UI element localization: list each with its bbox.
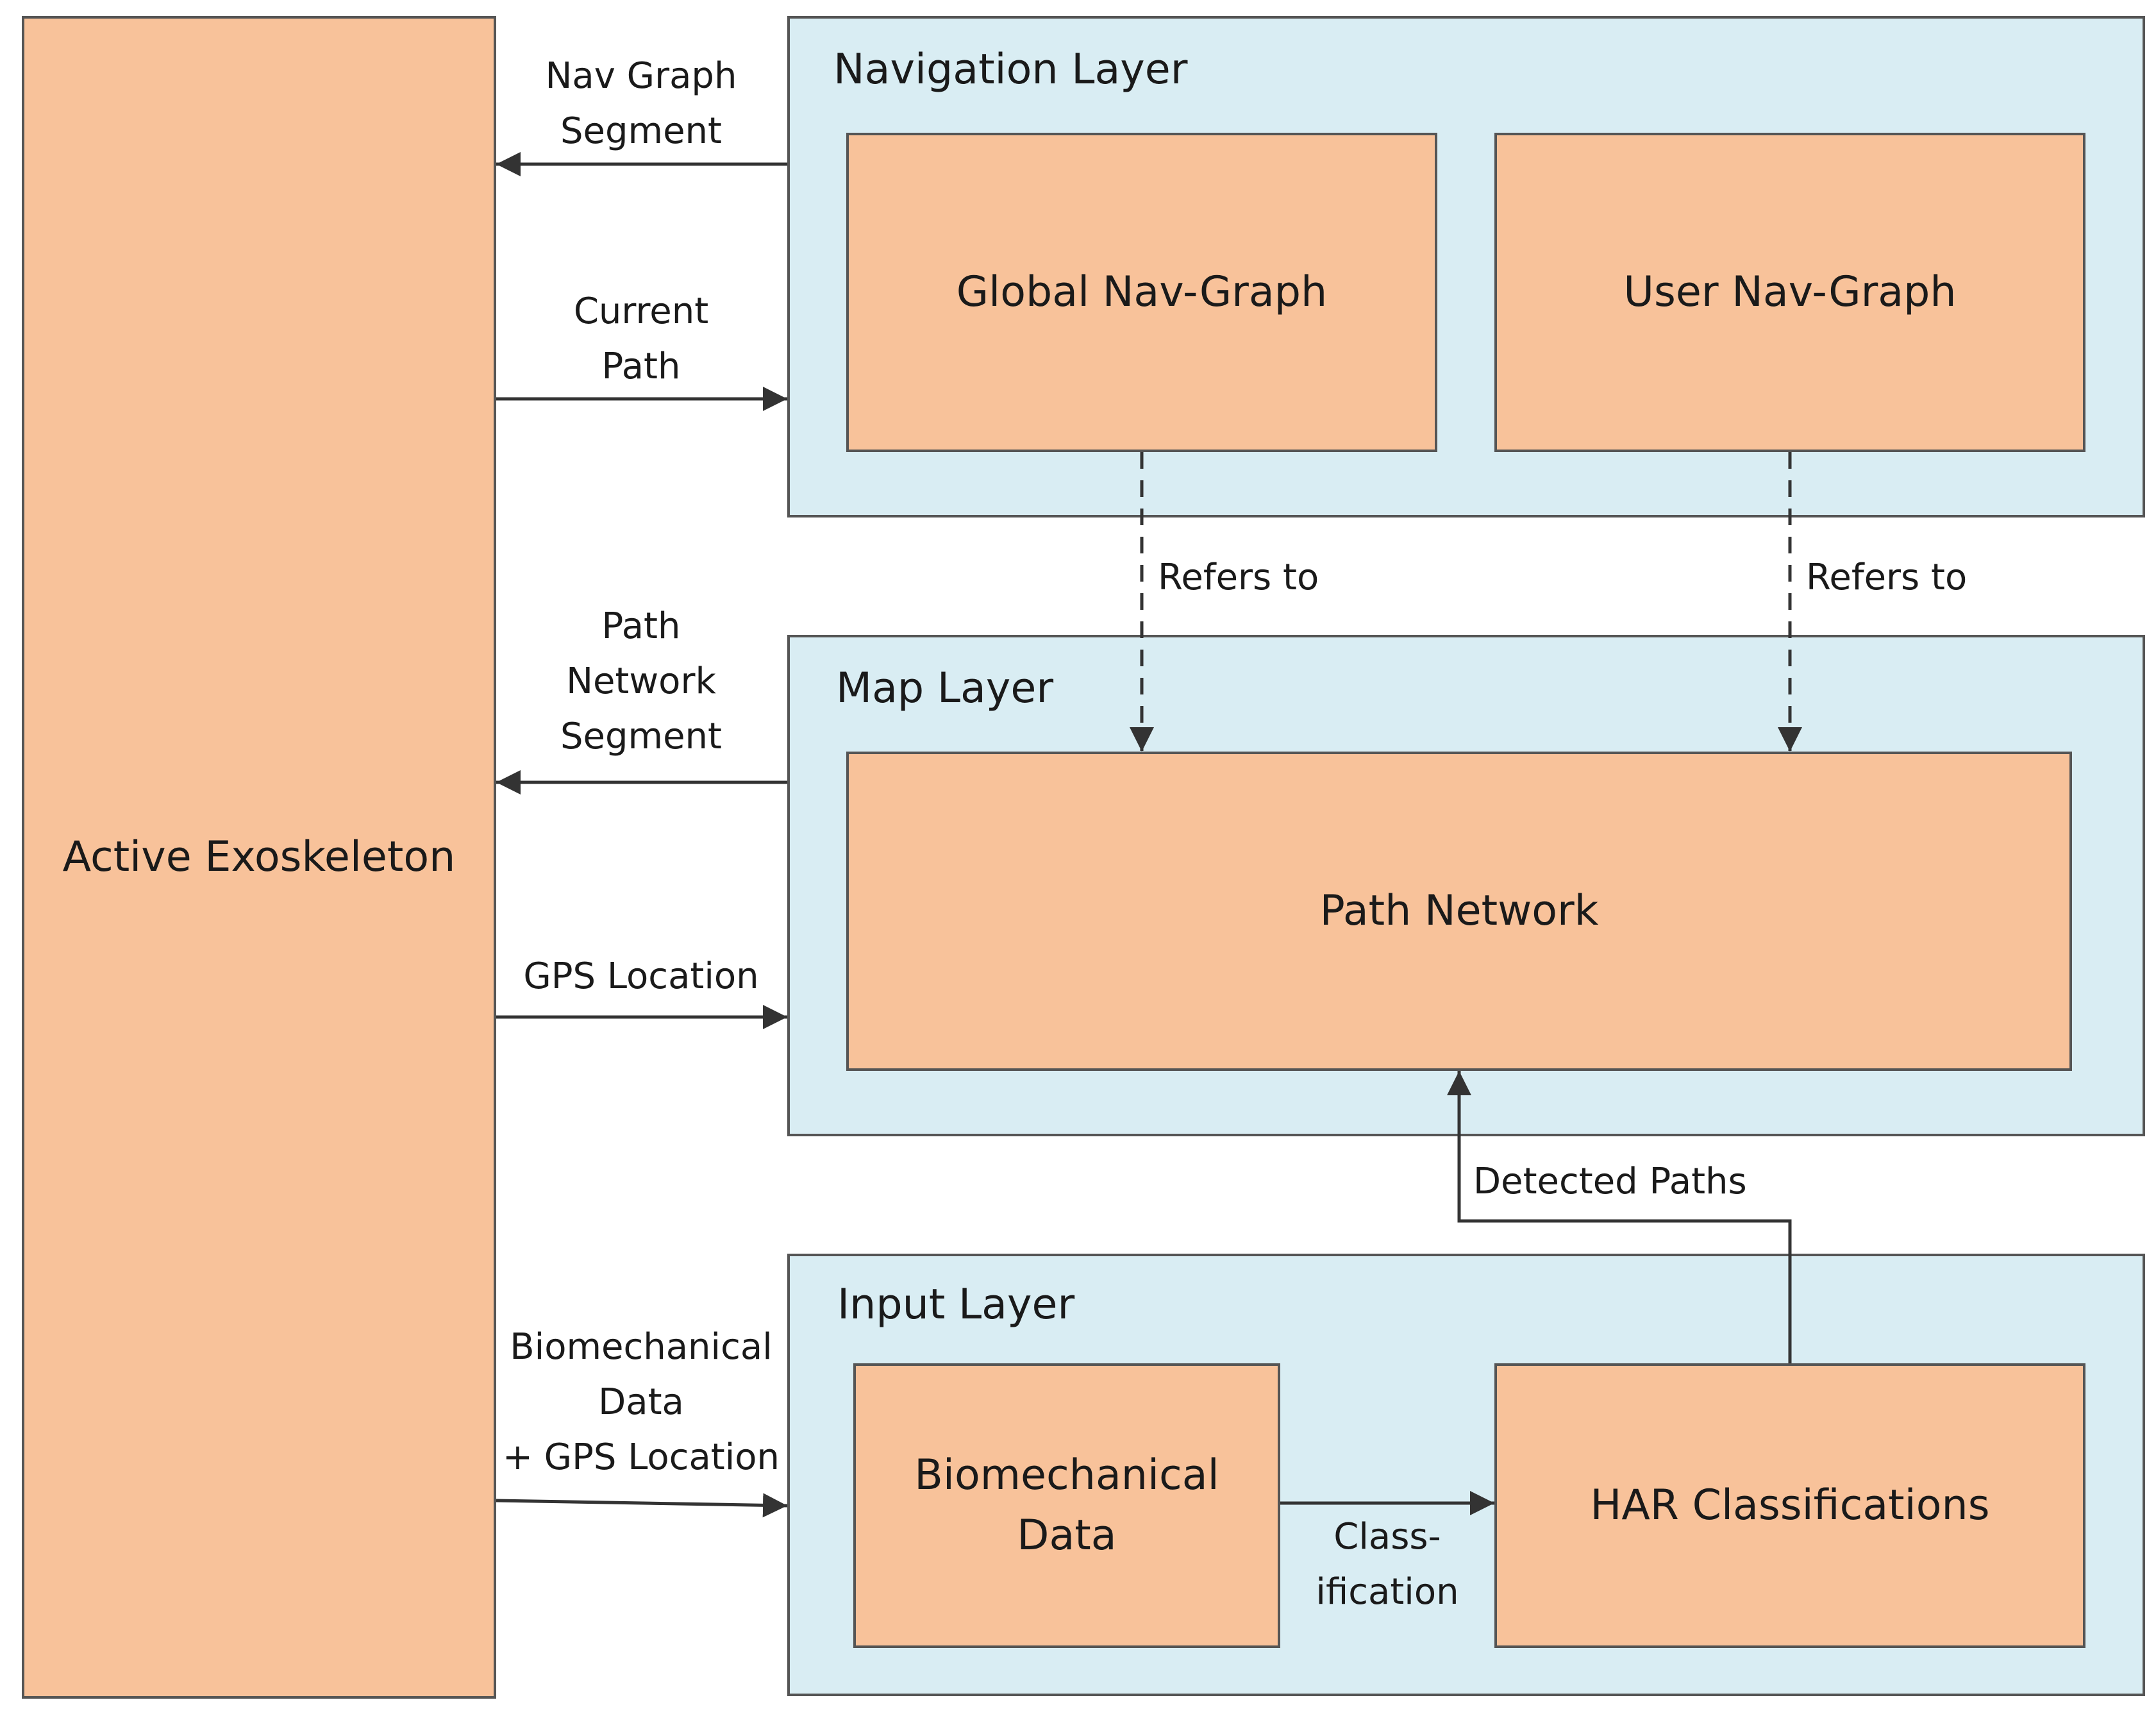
label-classification-line2: ification: [1316, 1571, 1459, 1613]
label-biomech-gps-line2: Data: [598, 1381, 684, 1423]
label-current-path-line1: Current: [573, 290, 709, 332]
map-layer-title: Map Layer: [836, 664, 1054, 712]
label-current-path-line2: Path: [601, 346, 681, 387]
global-nav-graph-label: Global Nav-Graph: [956, 268, 1328, 316]
global-nav-graph-block: Global Nav-Graph: [846, 133, 1437, 452]
label-detected-paths-text: Detected Paths: [1473, 1161, 1747, 1202]
label-path-network-segment: Path Network Segment: [506, 599, 776, 764]
label-detected-paths: Detected Paths: [1473, 1154, 1747, 1209]
label-classification-line1: Class-: [1333, 1516, 1441, 1558]
input-layer-title: Input Layer: [837, 1281, 1075, 1329]
label-refers-to-user: Refers to: [1806, 550, 1967, 605]
label-nav-graph-segment-line2: Segment: [560, 110, 722, 152]
label-gps-location: GPS Location: [506, 949, 776, 1004]
active-exoskeleton-label: Active Exoskeleton: [62, 833, 456, 881]
path-network-label: Path Network: [1319, 887, 1599, 935]
label-refers-to-user-text: Refers to: [1806, 557, 1968, 598]
label-refers-to-global: Refers to: [1158, 550, 1319, 605]
label-gps-location-text: GPS Location: [523, 955, 759, 997]
label-biomech-gps: Biomechanical Data + GPS Location: [500, 1320, 782, 1485]
label-refers-to-global-text: Refers to: [1158, 557, 1319, 598]
user-nav-graph-block: User Nav-Graph: [1494, 133, 2085, 452]
har-classifications-block: HAR Classifications: [1494, 1363, 2085, 1648]
label-nav-graph-segment: Nav Graph Segment: [506, 49, 776, 159]
biomechanical-data-block: Biomechanical Data: [853, 1363, 1280, 1648]
biomechanical-data-label: Biomechanical Data: [914, 1445, 1219, 1566]
label-classification: Class- ification: [1285, 1510, 1490, 1620]
biomechanical-data-label-line1: Biomechanical: [914, 1451, 1219, 1499]
label-current-path: Current Path: [506, 284, 776, 394]
label-path-network-segment-line2: Network: [566, 660, 716, 702]
user-nav-graph-label: User Nav-Graph: [1623, 268, 1957, 316]
biomechanical-data-label-line2: Data: [1017, 1511, 1117, 1560]
active-exoskeleton-block: Active Exoskeleton: [22, 16, 496, 1699]
label-nav-graph-segment-line1: Nav Graph: [545, 55, 737, 97]
label-path-network-segment-line3: Segment: [560, 716, 722, 757]
arrow-biomech-gps: [496, 1493, 788, 1518]
label-biomech-gps-line3: + GPS Location: [502, 1436, 780, 1478]
har-classifications-label: HAR Classifications: [1590, 1481, 1990, 1529]
path-network-block: Path Network: [846, 752, 2072, 1071]
label-path-network-segment-line1: Path: [601, 605, 681, 647]
navigation-layer-title: Navigation Layer: [833, 46, 1188, 94]
label-biomech-gps-line1: Biomechanical: [510, 1326, 773, 1368]
